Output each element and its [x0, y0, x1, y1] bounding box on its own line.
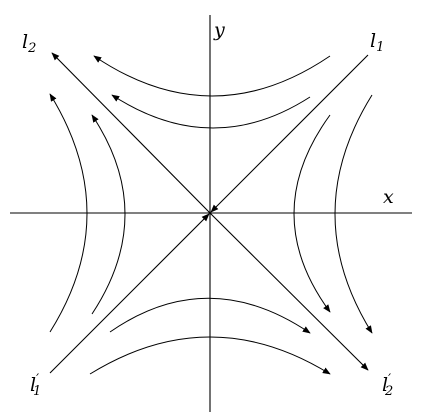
trajectory-bottom-inner: [109, 297, 311, 334]
line-l1-lower: [49, 213, 210, 374]
trajectory-right-inner: [293, 114, 331, 313]
label-l1-prime: l′1: [30, 372, 41, 399]
line-l2-upper: [51, 52, 211, 214]
label-l1: l1: [370, 30, 384, 55]
label-l2-prime: l′2: [382, 372, 393, 399]
trajectory-top-inner: [111, 94, 311, 129]
trajectory-left-outer: [49, 93, 88, 333]
trajectory-left-inner: [91, 114, 126, 315]
label-l2: l2: [22, 31, 36, 56]
line-l1-upper: [210, 54, 369, 213]
y-axis-label: y: [213, 19, 225, 41]
trajectory-bottom-outer: [89, 336, 331, 375]
trajectory-right-outer: [334, 94, 373, 334]
x-axis-label: x: [383, 186, 394, 208]
line-l2-lower: [209, 212, 369, 371]
trajectory-top-outer: [93, 55, 331, 97]
